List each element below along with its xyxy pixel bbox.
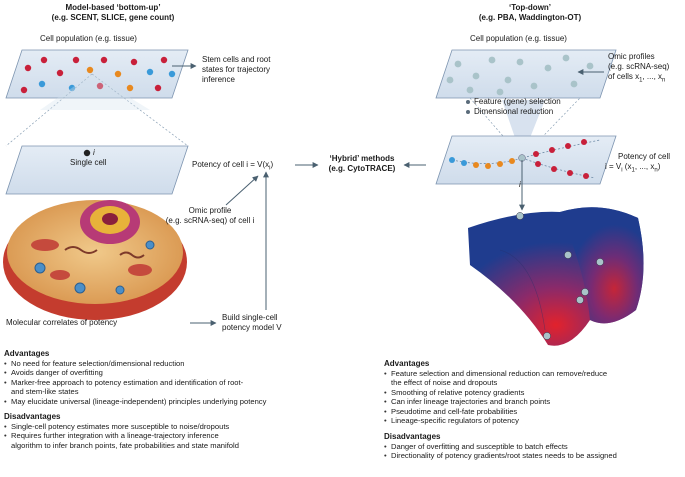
left-advantage-item-cont: and stem-like states	[11, 387, 79, 397]
single-cell-label: Single cell	[70, 158, 107, 167]
right-advantages-title: Advantages	[384, 359, 430, 368]
right-cell-population-label: Cell population (e.g. tissue)	[470, 34, 567, 43]
right-cell-i: i	[519, 180, 521, 189]
build-model-line-2: potency model V	[222, 323, 282, 332]
right-advantage-item: Lineage-specific regulators of potency	[384, 416, 607, 426]
left-advantage-item: No need for feature selection/dimensiona…	[4, 359, 266, 369]
left-subtitle: (e.g. SCENT, SLICE, gene count)	[51, 13, 175, 22]
right-potency-line-2: i = Vi (x1, ..., xn)	[605, 162, 661, 174]
hybrid-title: ‘Hybrid’ methods	[329, 154, 395, 163]
single-cell-i: i	[93, 148, 95, 157]
left-advantages-list: No need for feature selection/dimensiona…	[4, 359, 266, 406]
build-model-line-1: Build single-cell	[222, 313, 278, 322]
omic-profile-line-2: (e.g. scRNA-seq) of cell i	[165, 216, 255, 225]
molecular-correlates-label: Molecular correlates of potency	[6, 318, 118, 327]
right-disadvantage-item: Danger of overfitting and susceptible to…	[384, 442, 617, 452]
arrow-omic-to-potency	[225, 175, 259, 206]
right-trajectory-plane	[435, 135, 617, 185]
left-projection	[5, 73, 189, 147]
stem-cells-line-2: states for trajectory	[202, 65, 271, 74]
left-advantage-item: Avoids danger of overfitting	[4, 368, 266, 378]
left-disadvantages-title: Disadvantages	[4, 412, 61, 421]
left-disadvantage-item-cont: algorithm to infer branch points, fate p…	[11, 440, 239, 450]
right-advantage-item: Smoothing of relative potency gradients	[384, 388, 607, 398]
right-disadvantage-item: Directionality of potency gradients/root…	[384, 451, 617, 461]
dimensional-reduction-label: Dimensional reduction	[474, 107, 554, 116]
right-advantage-item: Feature selection and dimensional reduct…	[384, 369, 607, 379]
cell-illustration	[3, 200, 187, 320]
right-advantages-list: Feature selection and dimensional reduct…	[384, 369, 607, 426]
left-potency-formula: Potency of cell i = V(xi)	[192, 160, 274, 172]
right-omic-line-3: of cells x1, ..., xn	[608, 72, 666, 84]
left-advantage-item: May elucidate universal (lineage-indepen…	[4, 397, 266, 407]
right-title: ‘Top-down’	[508, 3, 552, 12]
right-omic-line-2: (e.g. scRNA-seq)	[608, 62, 670, 71]
stem-cells-line-1: Stem cells and root	[202, 55, 271, 64]
left-advantage-item: Marker-free approach to potency estimati…	[4, 378, 266, 388]
left-cell-population-label: Cell population (e.g. tissue)	[40, 34, 137, 43]
right-advantage-item-cont: the effect of noise and dropouts	[391, 378, 498, 388]
left-disadvantage-item: Single-cell potency estimates more susce…	[4, 422, 239, 432]
right-projection	[466, 97, 581, 159]
right-potency-line-1: Potency of cell	[618, 152, 671, 161]
left-population-plane	[5, 49, 189, 99]
right-omic-line-1: Omic profiles	[608, 52, 655, 61]
right-advantage-item: Can infer lineage trajectories and branc…	[384, 397, 607, 407]
potency-landscape	[468, 207, 644, 346]
right-disadvantages-title: Disadvantages	[384, 432, 441, 441]
right-subtitle: (e.g. PBA, Waddington-OT)	[478, 13, 582, 22]
stem-cells-line-3: inference	[202, 75, 235, 84]
left-disadvantages-list: Single-cell potency estimates more susce…	[4, 422, 239, 450]
left-title: Model-based ‘bottom-up’	[65, 3, 161, 12]
hybrid-subtitle: (e.g. CytoTRACE)	[328, 164, 396, 173]
right-population-plane	[435, 49, 617, 99]
single-cell-plane	[5, 145, 189, 195]
right-population-cells	[446, 54, 594, 96]
right-disadvantages-list: Danger of overfitting and susceptible to…	[384, 442, 617, 461]
feature-selection-label: Feature (gene) selection	[474, 97, 561, 106]
left-advantages-title: Advantages	[4, 349, 50, 358]
left-population-cells	[20, 56, 176, 94]
right-advantage-item: Pseudotime and cell-fate probabilities	[384, 407, 607, 417]
left-disadvantage-item: Requires further integration with a line…	[4, 431, 239, 441]
omic-profile-line-1: Omic profile	[188, 206, 232, 215]
